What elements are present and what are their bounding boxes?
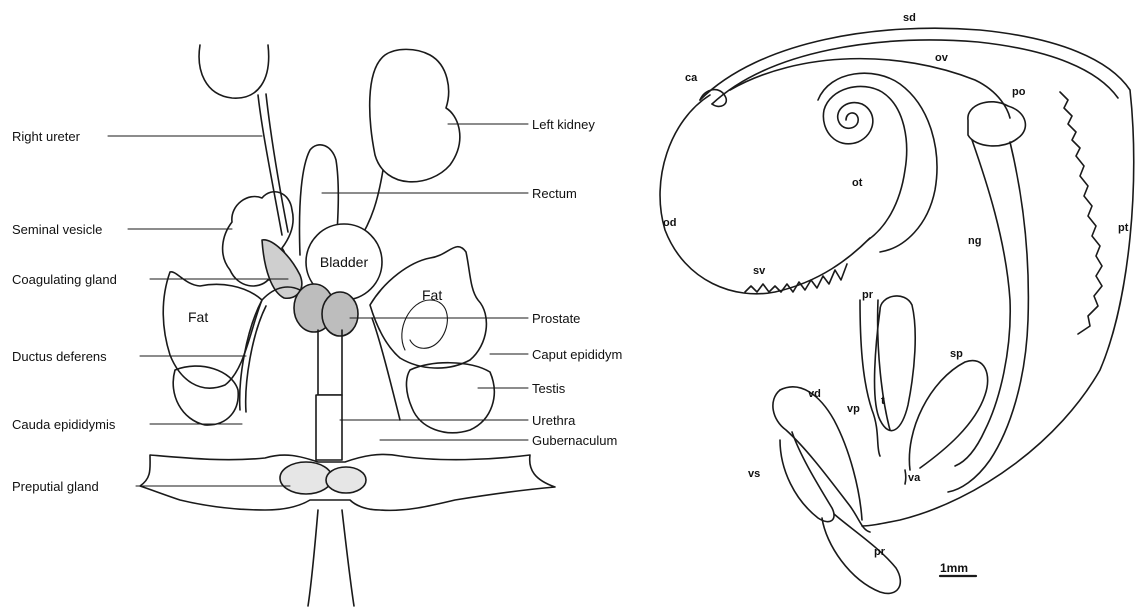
label-seminal-vesicle: Seminal vesicle — [12, 222, 102, 237]
fat-pad-right — [370, 247, 486, 368]
scale-bar-label: 1mm — [940, 561, 968, 575]
label-cauda-epididymis: Cauda epididymis — [12, 417, 116, 432]
sp-sac — [909, 361, 987, 470]
vs-shape — [780, 432, 834, 522]
label-urethra: Urethra — [532, 413, 576, 428]
label-ot: ot — [852, 177, 863, 189]
label-gubernaculum: Gubernaculum — [532, 433, 617, 448]
ca-curl — [700, 90, 726, 107]
label-prostate: Prostate — [532, 311, 580, 326]
sperm-duct-arc — [700, 28, 1134, 526]
label-coagulating-gland: Coagulating gland — [12, 272, 117, 287]
ng-duct — [955, 140, 1010, 466]
label-fat-right: Fat — [422, 287, 442, 303]
left-kidney-outline — [370, 49, 460, 181]
prostate-lobe-right — [322, 292, 358, 336]
right-kidney-outline — [199, 45, 269, 98]
label-po: po — [1012, 86, 1026, 98]
label-pr: pr — [874, 546, 886, 558]
preputial-gland-left — [280, 462, 332, 494]
label-ov: ov — [935, 52, 949, 64]
urethra-tube — [316, 395, 342, 460]
od-loop — [660, 95, 870, 294]
label-ca: ca — [685, 72, 698, 84]
label-t: t — [881, 395, 885, 407]
ductus-deferens-left — [240, 287, 300, 410]
label-va: va — [908, 472, 921, 484]
label-caput-epididym: Caput epididym — [532, 347, 622, 362]
label-bladder: Bladder — [320, 254, 369, 270]
label-vp: vp — [847, 403, 860, 415]
va-duct — [905, 470, 906, 484]
right-ureter-shape — [258, 95, 282, 235]
pt-gland — [1060, 92, 1102, 334]
right-anatomy-diagram: sd ov ca po ot od ng pt sv pr sp vd vp t… — [660, 12, 1134, 593]
label-sv: sv — [753, 265, 766, 277]
pr-shape — [822, 514, 900, 593]
preputial-gland-right — [326, 467, 366, 493]
t-gland — [875, 296, 916, 431]
label-preputial-gland: Preputial gland — [12, 479, 99, 494]
label-sd: sd — [903, 12, 916, 24]
label-vd: vd — [808, 388, 821, 400]
label-od: od — [663, 217, 676, 229]
ot-spiral — [818, 73, 937, 252]
urethra-shape — [318, 330, 342, 395]
label-right-ureter: Right ureter — [12, 129, 81, 144]
label-pt: pt — [1118, 222, 1129, 234]
ductus-deferens-right — [372, 318, 400, 420]
label-rectum: Rectum — [532, 186, 577, 201]
label-fat-left: Fat — [188, 309, 208, 325]
testis-right — [406, 363, 494, 433]
label-testis: Testis — [532, 381, 566, 396]
label-vs: vs — [748, 468, 760, 480]
label-sp: sp — [950, 348, 963, 360]
po-gland — [968, 102, 1026, 146]
label-ductus-deferens: Ductus deferens — [12, 349, 107, 364]
label-pr-top: pr — [862, 289, 874, 301]
label-left-kidney: Left kidney — [532, 117, 595, 132]
tail-outline — [308, 510, 318, 606]
label-ng: ng — [968, 235, 981, 247]
left-anatomy-diagram: Right ureter Seminal vesicle Coagulating… — [12, 45, 622, 606]
epididymis-coil — [402, 300, 448, 350]
